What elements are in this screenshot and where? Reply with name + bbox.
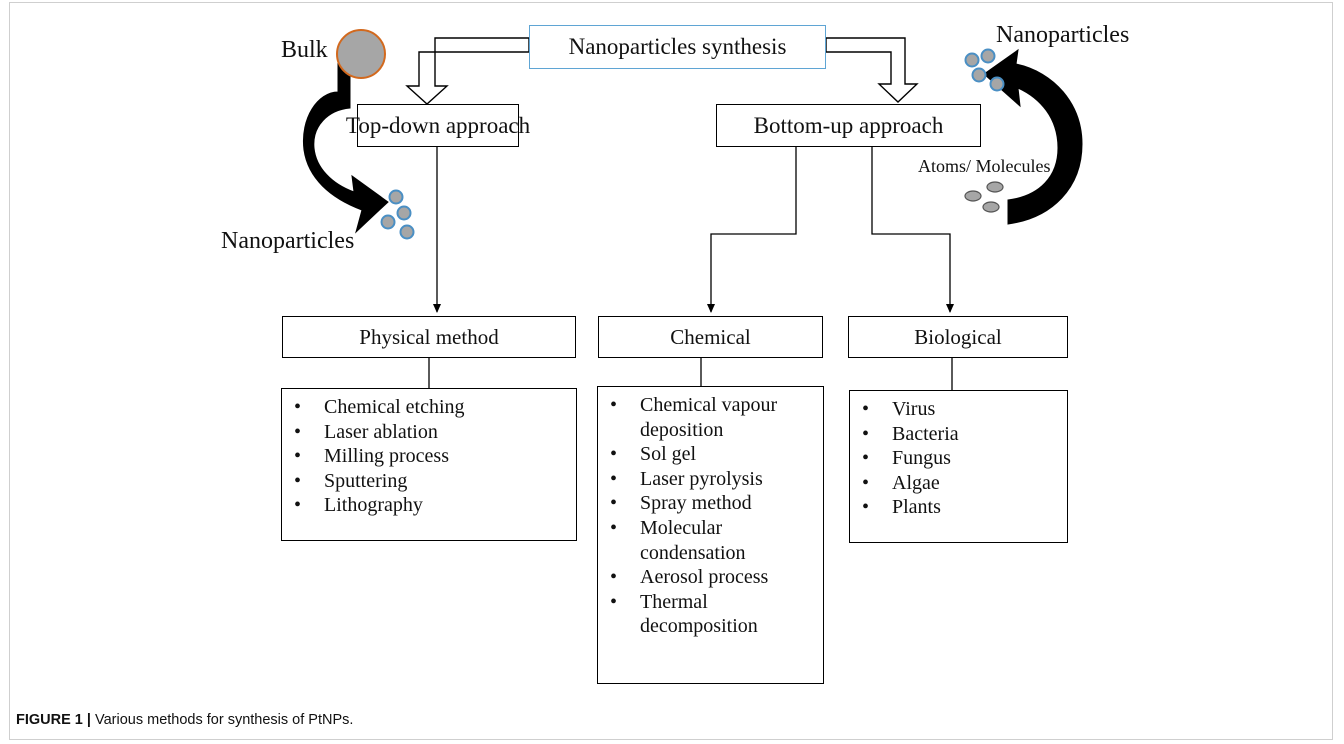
chemical-method-box: Chemical (598, 316, 823, 358)
chemical-methods-list: Chemical vapour deposition Sol gel Laser… (597, 386, 824, 684)
list-item: Thermal decomposition (608, 590, 813, 639)
bulk-sphere-icon (336, 29, 386, 79)
atoms-molecules-label: Atoms/ Molecules (918, 156, 1051, 176)
chemical-method-label: Chemical (670, 324, 751, 349)
nanoparticles-cluster-right-icon (964, 48, 1005, 92)
list-item: Laser pyrolysis (608, 467, 813, 492)
list-item: Lithography (292, 493, 566, 518)
list-item: Chemical vapour deposition (608, 393, 813, 442)
nanoparticles-right-label: Nanoparticles (996, 22, 1130, 48)
physical-method-label: Physical method (359, 324, 499, 349)
title-label: Nanoparticles synthesis (568, 34, 787, 59)
hollow-arrow-right (825, 37, 919, 103)
list-item: Laser ablation (292, 420, 566, 445)
list-item: Sputtering (292, 469, 566, 494)
list-item: Virus (860, 397, 1057, 422)
top-down-approach-box: Top-down approach (346, 104, 530, 147)
physical-methods-list: Chemical etching Laser ablation Milling … (281, 388, 577, 541)
biological-methods-list: Virus Bacteria Fungus Algae Plants (849, 390, 1068, 543)
bottom-up-label: Bottom-up approach (753, 112, 944, 138)
physical-method-box: Physical method (282, 316, 576, 358)
biological-method-label: Biological (914, 324, 1002, 349)
hollow-arrow-left (405, 37, 530, 105)
list-item: Sol gel (608, 442, 813, 467)
nanoparticles-left-label: Nanoparticles (221, 228, 355, 254)
figure-caption-text: Various methods for synthesis of PtNPs. (90, 712, 354, 728)
curved-arrow-right (983, 48, 1083, 225)
list-item: Fungus (860, 446, 1057, 471)
curved-arrow-left (302, 59, 389, 234)
list-item: Molecular condensation (608, 516, 813, 565)
list-item: Milling process (292, 444, 566, 469)
molecules-cluster-icon (964, 181, 1004, 213)
top-down-label: Top-down approach (345, 112, 531, 138)
bottom-up-approach-box: Bottom-up approach (716, 104, 981, 147)
title-box: Nanoparticles synthesis (529, 25, 826, 69)
list-item: Plants (860, 495, 1057, 520)
list-item: Aerosol process (608, 565, 813, 590)
bulk-label: Bulk (281, 37, 328, 63)
nanoparticles-cluster-left-icon (380, 189, 415, 240)
list-item: Spray method (608, 491, 813, 516)
biological-method-box: Biological (848, 316, 1068, 358)
figure-frame (9, 2, 1333, 740)
figure-caption: FIGURE 1 | Various methods for synthesis… (16, 712, 353, 728)
list-item: Algae (860, 471, 1057, 496)
connector-bottomup-split (707, 147, 954, 313)
list-item: Bacteria (860, 422, 1057, 447)
figure-caption-label: FIGURE 1 | (16, 712, 91, 728)
list-item: Chemical etching (292, 395, 566, 420)
